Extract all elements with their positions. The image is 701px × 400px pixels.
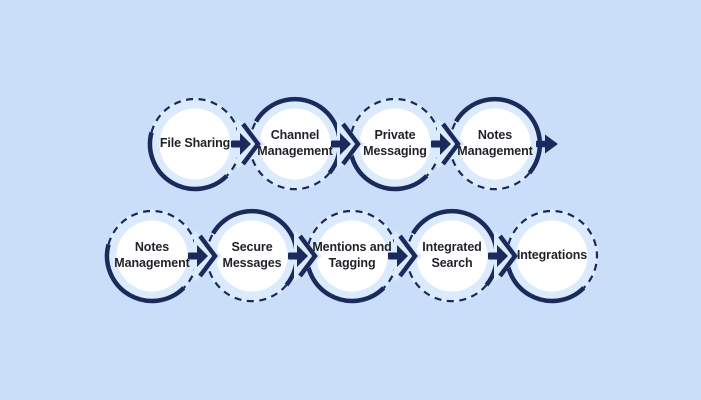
node-circle [459,108,531,180]
node-border-solid [454,96,543,175]
chevron-arrow-icon [388,230,422,282]
arrow-right-icon [536,134,558,154]
node-border-solid [147,131,229,192]
chevron-arrow-icon [288,230,322,282]
node-circle [116,220,188,292]
chevron-arrow-icon [488,230,522,282]
flow-node [147,97,242,192]
flow-node [205,208,300,303]
node-border-dashed [507,209,599,289]
chevron-arrow-icon [188,230,222,282]
flow-node [104,209,199,304]
node-circle [216,220,288,292]
node-circle [516,220,588,292]
flow-node [448,96,543,191]
node-border-solid [104,243,186,304]
node-circle [316,220,388,292]
chevron-arrow-icon [331,118,365,170]
flow-node [504,209,599,304]
node-circle [159,108,231,180]
chevron-arrow-icon [431,118,465,170]
chevron-arrow-icon [231,118,265,170]
flow-node [248,96,343,191]
node-circle [359,108,431,180]
node-circle [259,108,331,180]
node-circle [416,220,488,292]
flow-node [405,208,500,303]
